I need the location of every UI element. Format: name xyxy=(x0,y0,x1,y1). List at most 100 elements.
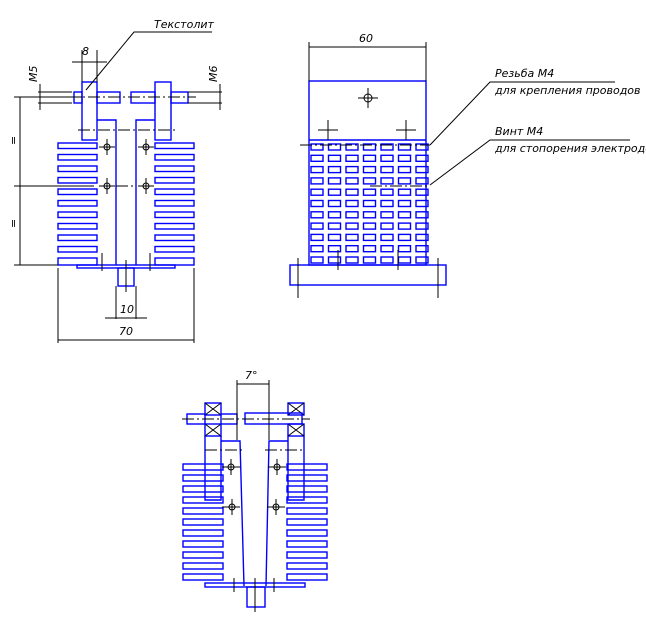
fin-base-right xyxy=(154,257,195,266)
front-view: 8 М5 М6 = = 10 70 Текстолит xyxy=(7,18,222,343)
fin xyxy=(57,234,98,242)
slot xyxy=(415,165,429,174)
slot xyxy=(397,222,412,230)
fin xyxy=(286,474,328,482)
slot xyxy=(327,177,342,185)
fin xyxy=(182,474,224,482)
slot xyxy=(415,154,429,163)
hatching xyxy=(204,402,305,437)
fin xyxy=(182,485,224,493)
fin xyxy=(57,245,98,253)
slot xyxy=(380,143,394,151)
dim-70: 70 xyxy=(119,325,133,338)
fins-bottom xyxy=(182,463,328,581)
slot xyxy=(345,222,359,230)
slot xyxy=(362,256,377,264)
slot xyxy=(397,256,412,264)
dim-angle: 7° xyxy=(245,369,258,382)
fin xyxy=(286,496,328,504)
fin xyxy=(182,562,224,570)
fin xyxy=(286,562,328,570)
slot xyxy=(327,154,342,163)
bottom-stub xyxy=(246,586,266,608)
fin xyxy=(154,234,195,242)
callout-screw-title: Винт М4 xyxy=(495,125,543,138)
fin xyxy=(154,142,195,150)
slot xyxy=(345,211,359,219)
callout-screw-note: для стопорения электродов xyxy=(494,142,646,155)
fin xyxy=(182,463,224,471)
slot xyxy=(362,177,377,185)
slot xyxy=(415,222,429,230)
slot xyxy=(327,188,342,196)
slot xyxy=(380,211,394,219)
fin xyxy=(154,153,195,161)
slot xyxy=(380,222,394,230)
slot xyxy=(327,256,342,264)
slot xyxy=(397,244,412,253)
side-view: 60 Резьба М4 для крепления проводов Винт… xyxy=(289,32,646,298)
slot xyxy=(397,143,412,151)
slot xyxy=(327,211,342,219)
dim-8: 8 xyxy=(82,45,89,58)
fin xyxy=(286,540,328,548)
slot xyxy=(380,154,394,163)
slot xyxy=(345,199,359,208)
fin xyxy=(57,222,98,230)
slot xyxy=(327,143,342,151)
fin xyxy=(57,188,98,196)
slot xyxy=(345,233,359,242)
slot xyxy=(310,256,324,264)
slot xyxy=(380,233,394,242)
fin xyxy=(154,188,195,196)
material-label: Текстолит xyxy=(154,18,214,31)
slot xyxy=(397,233,412,242)
slot xyxy=(415,233,429,242)
fin xyxy=(154,199,195,207)
slot xyxy=(310,154,324,163)
dim-60: 60 xyxy=(359,32,373,45)
callout-thread-title: Резьба М4 xyxy=(495,67,554,80)
slot xyxy=(380,165,394,174)
slot xyxy=(362,233,377,242)
fin xyxy=(286,573,328,581)
slot xyxy=(362,211,377,219)
slot xyxy=(345,165,359,174)
slot xyxy=(362,199,377,208)
fin xyxy=(286,518,328,526)
slot xyxy=(327,222,342,230)
slot xyxy=(362,154,377,163)
slot xyxy=(310,199,324,208)
slot xyxy=(397,177,412,185)
dim-m5: М5 xyxy=(27,66,40,83)
slot xyxy=(397,154,412,163)
slot xyxy=(362,244,377,253)
side-base-plate xyxy=(289,264,447,286)
slot xyxy=(415,188,429,196)
fin xyxy=(154,176,195,184)
slot xyxy=(380,188,394,196)
fin xyxy=(182,518,224,526)
fin xyxy=(182,573,224,581)
fin xyxy=(286,551,328,559)
dim-equal-lower: = xyxy=(7,219,20,228)
slot xyxy=(415,177,429,185)
slot xyxy=(397,188,412,196)
slot xyxy=(415,244,429,253)
slot xyxy=(345,256,359,264)
textolite-block-right xyxy=(154,81,172,141)
fin xyxy=(57,176,98,184)
fin xyxy=(57,142,98,150)
slot xyxy=(397,211,412,219)
fin xyxy=(182,496,224,504)
fin xyxy=(154,165,195,173)
slot xyxy=(415,143,429,151)
callout-thread-note: для крепления проводов xyxy=(494,84,641,97)
screw-holes xyxy=(99,139,154,292)
slot xyxy=(362,188,377,196)
slot xyxy=(345,244,359,253)
fin xyxy=(286,507,328,515)
slot xyxy=(310,211,324,219)
fin xyxy=(286,463,328,471)
